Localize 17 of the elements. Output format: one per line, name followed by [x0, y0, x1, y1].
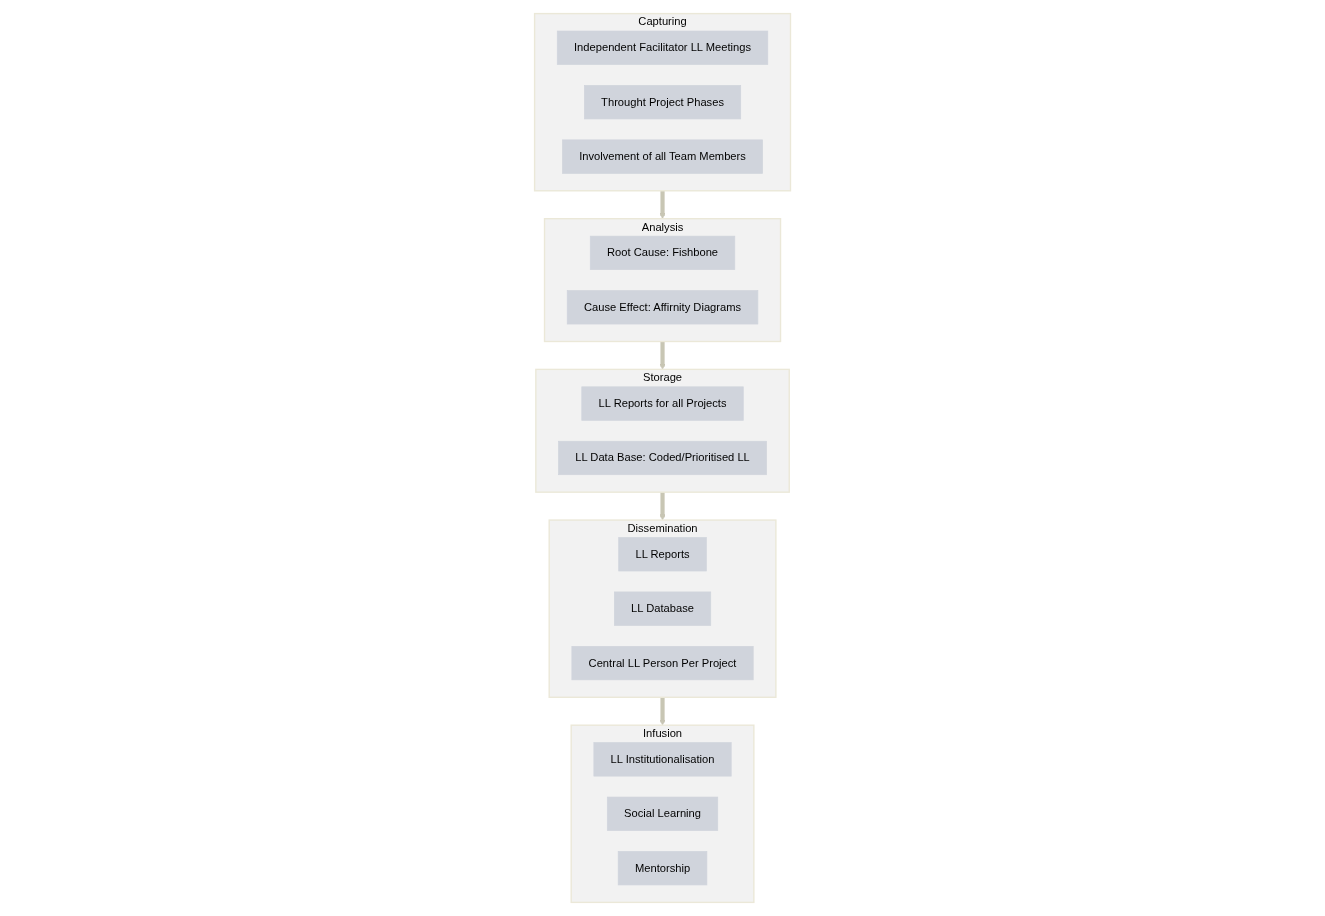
- arrow: [659, 697, 666, 726]
- node-box: Throught Project Phases: [584, 85, 741, 120]
- node-box: LL Reports: [618, 537, 707, 572]
- node-box: LL Institutionalisation: [593, 742, 732, 777]
- node-box: Mentorship: [617, 851, 708, 886]
- arrow: [659, 341, 666, 370]
- arrow: [659, 190, 666, 219]
- node-box: Central LL Person Per Project: [571, 646, 754, 681]
- node-box: Independent Facilitator LL Meetings: [556, 30, 769, 65]
- arrow: [659, 492, 666, 521]
- node-box: Social Learning: [606, 796, 719, 831]
- node-box: Involvement of all Team Members: [562, 139, 763, 174]
- node-box: Root Cause: Fishbone: [589, 235, 736, 270]
- node-box: Cause Effect: Affirnity Diagrams: [566, 290, 759, 325]
- node-box: LL Reports for all Projects: [581, 386, 744, 421]
- node-box: LL Database: [613, 591, 712, 626]
- node-box: LL Data Base: Coded/Prioritised LL: [558, 440, 767, 476]
